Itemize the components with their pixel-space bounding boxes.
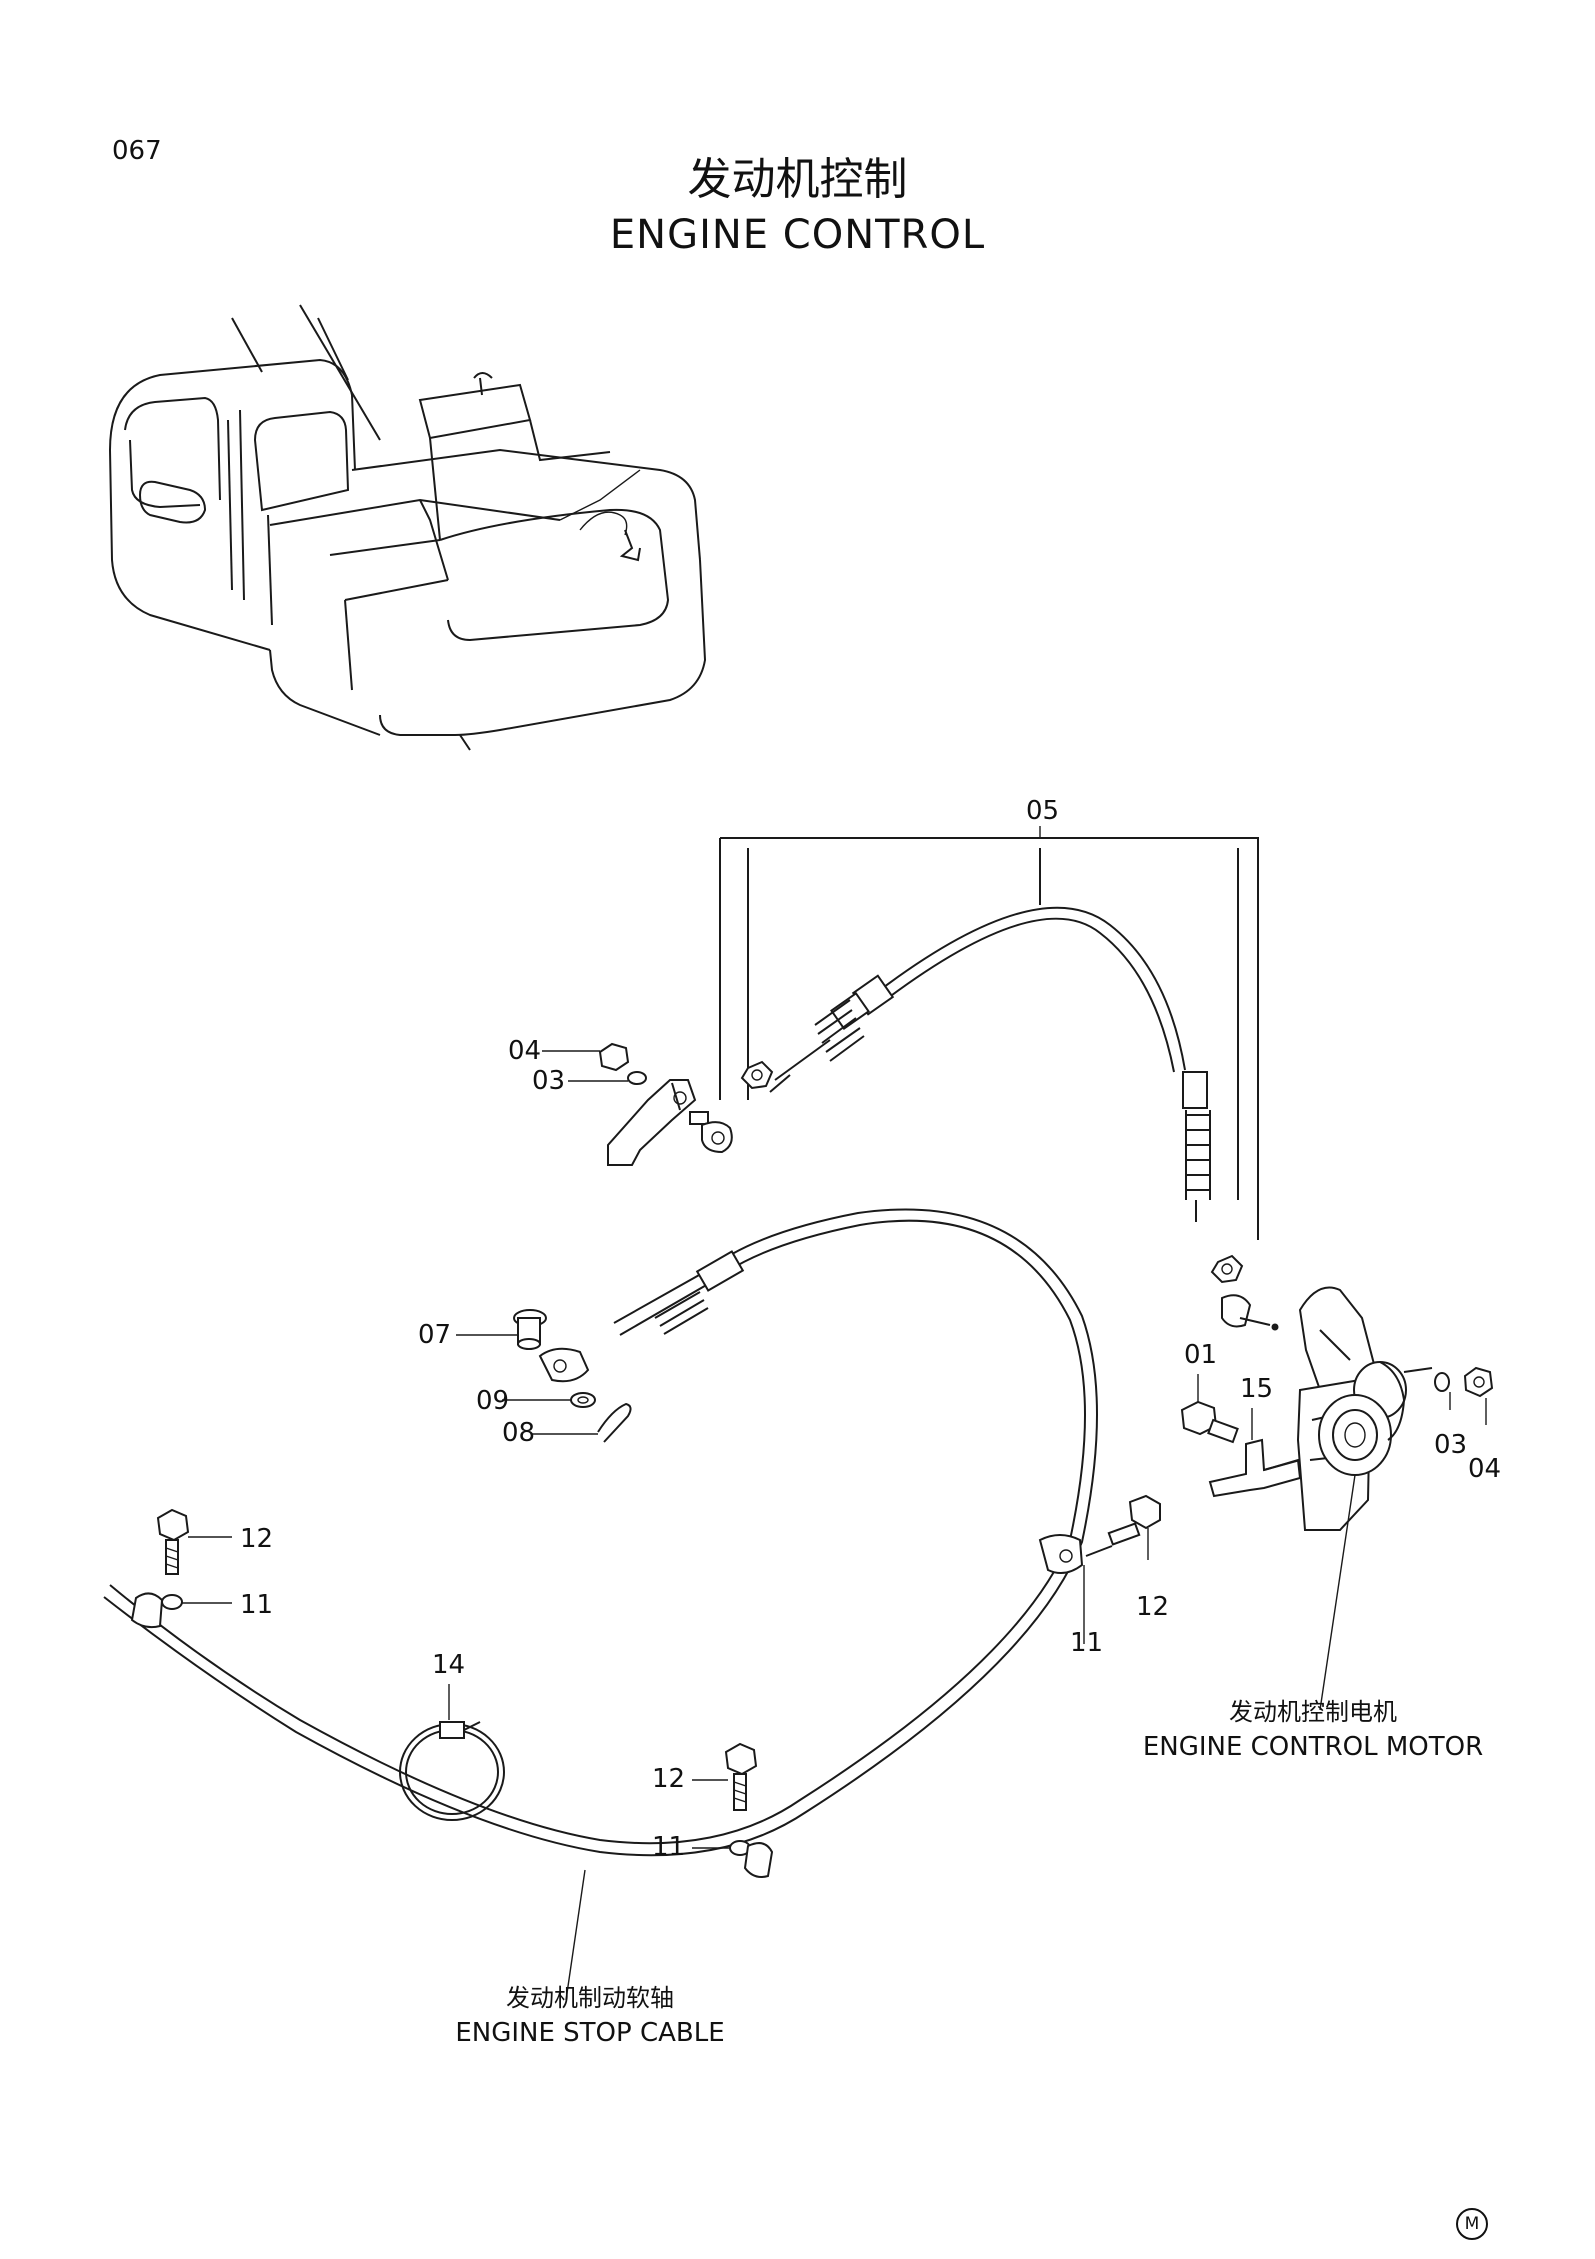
excavator-overview-illustration — [109, 304, 707, 751]
callout-leader-lines — [182, 826, 1487, 2001]
callout-15-bracket: 15 — [1240, 1374, 1274, 1404]
callout-14-band: 14 — [432, 1650, 466, 1680]
callout-08-cotter-pin: 08 — [502, 1418, 536, 1448]
motor-caption-chinese: 发动机控制电机 — [1229, 1698, 1397, 1726]
callout-03-lock-washer-motor: 03 — [1434, 1430, 1468, 1460]
page-title-english: ENGINE CONTROL — [609, 212, 986, 258]
callout-03-lock-washer: 03 — [532, 1066, 566, 1096]
callout-12-bolt-left: 12 — [240, 1524, 274, 1554]
callout-01-bolt: 01 — [1184, 1340, 1218, 1370]
callout-11-clamp-left: 11 — [240, 1590, 274, 1620]
callout-11-clamp-right: 11 — [1070, 1628, 1104, 1658]
callout-05-control-cable: 05 — [1026, 796, 1060, 826]
page-number: 067 — [112, 136, 162, 166]
engine-control-motor — [1180, 1286, 1494, 1711]
lever-bracket-assembly — [598, 1042, 733, 1166]
manual-mark-badge: M — [1456, 2208, 1488, 2240]
callout-04-nut-motor: 04 — [1468, 1454, 1502, 1484]
engine-control-cable-assembly — [719, 837, 1259, 1284]
callout-04-nut: 04 — [508, 1036, 542, 1066]
callout-12-bolt-right: 12 — [1136, 1592, 1170, 1622]
cable-clamps-and-bolts — [130, 1494, 1161, 1878]
motor-caption-english: ENGINE CONTROL MOTOR — [1142, 1732, 1484, 1762]
callout-07-pin: 07 — [418, 1320, 452, 1350]
engine-stop-cable-assembly — [103, 1208, 1098, 1857]
stop-cable-caption-chinese: 发动机制动软轴 — [506, 1984, 674, 2012]
callout-09-washer: 09 — [476, 1386, 510, 1416]
page-title-chinese: 发动机控制 — [687, 154, 908, 205]
callout-12-bolt-middle: 12 — [652, 1764, 686, 1794]
callout-11-clamp-middle: 11 — [652, 1832, 686, 1862]
stop-cable-caption-english: ENGINE STOP CABLE — [455, 2018, 725, 2048]
